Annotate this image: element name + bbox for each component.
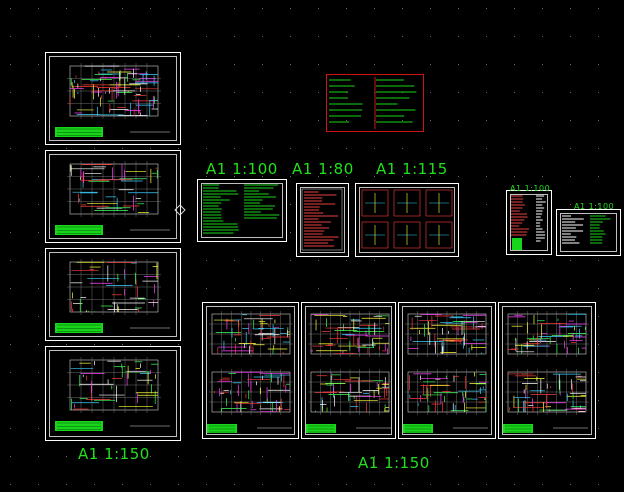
sheet-legend[interactable] xyxy=(556,209,621,256)
sheet-floor-plan-pair-2[interactable] xyxy=(301,302,396,439)
scale-label-bottom-row: A1 1:150 xyxy=(358,454,430,472)
scale-label-small-1: A1 1:100 xyxy=(510,184,551,193)
sheet-design-notes[interactable] xyxy=(197,179,287,242)
sheet-floor-plan-pair-1[interactable] xyxy=(202,302,299,439)
scale-label-small-2: A1 1:100 xyxy=(574,202,615,211)
scale-label-row-a-3: A1 1:115 xyxy=(376,160,448,178)
scale-label-row-a-2: A1 1:80 xyxy=(292,160,354,178)
general-notes-block[interactable] xyxy=(326,74,424,132)
scale-label-row-a-1: A1 1:100 xyxy=(206,160,278,178)
sheet-floor-plan-1[interactable] xyxy=(45,52,181,145)
notes-lines xyxy=(374,77,376,129)
scale-label-left-column: A1 1:150 xyxy=(78,445,150,463)
